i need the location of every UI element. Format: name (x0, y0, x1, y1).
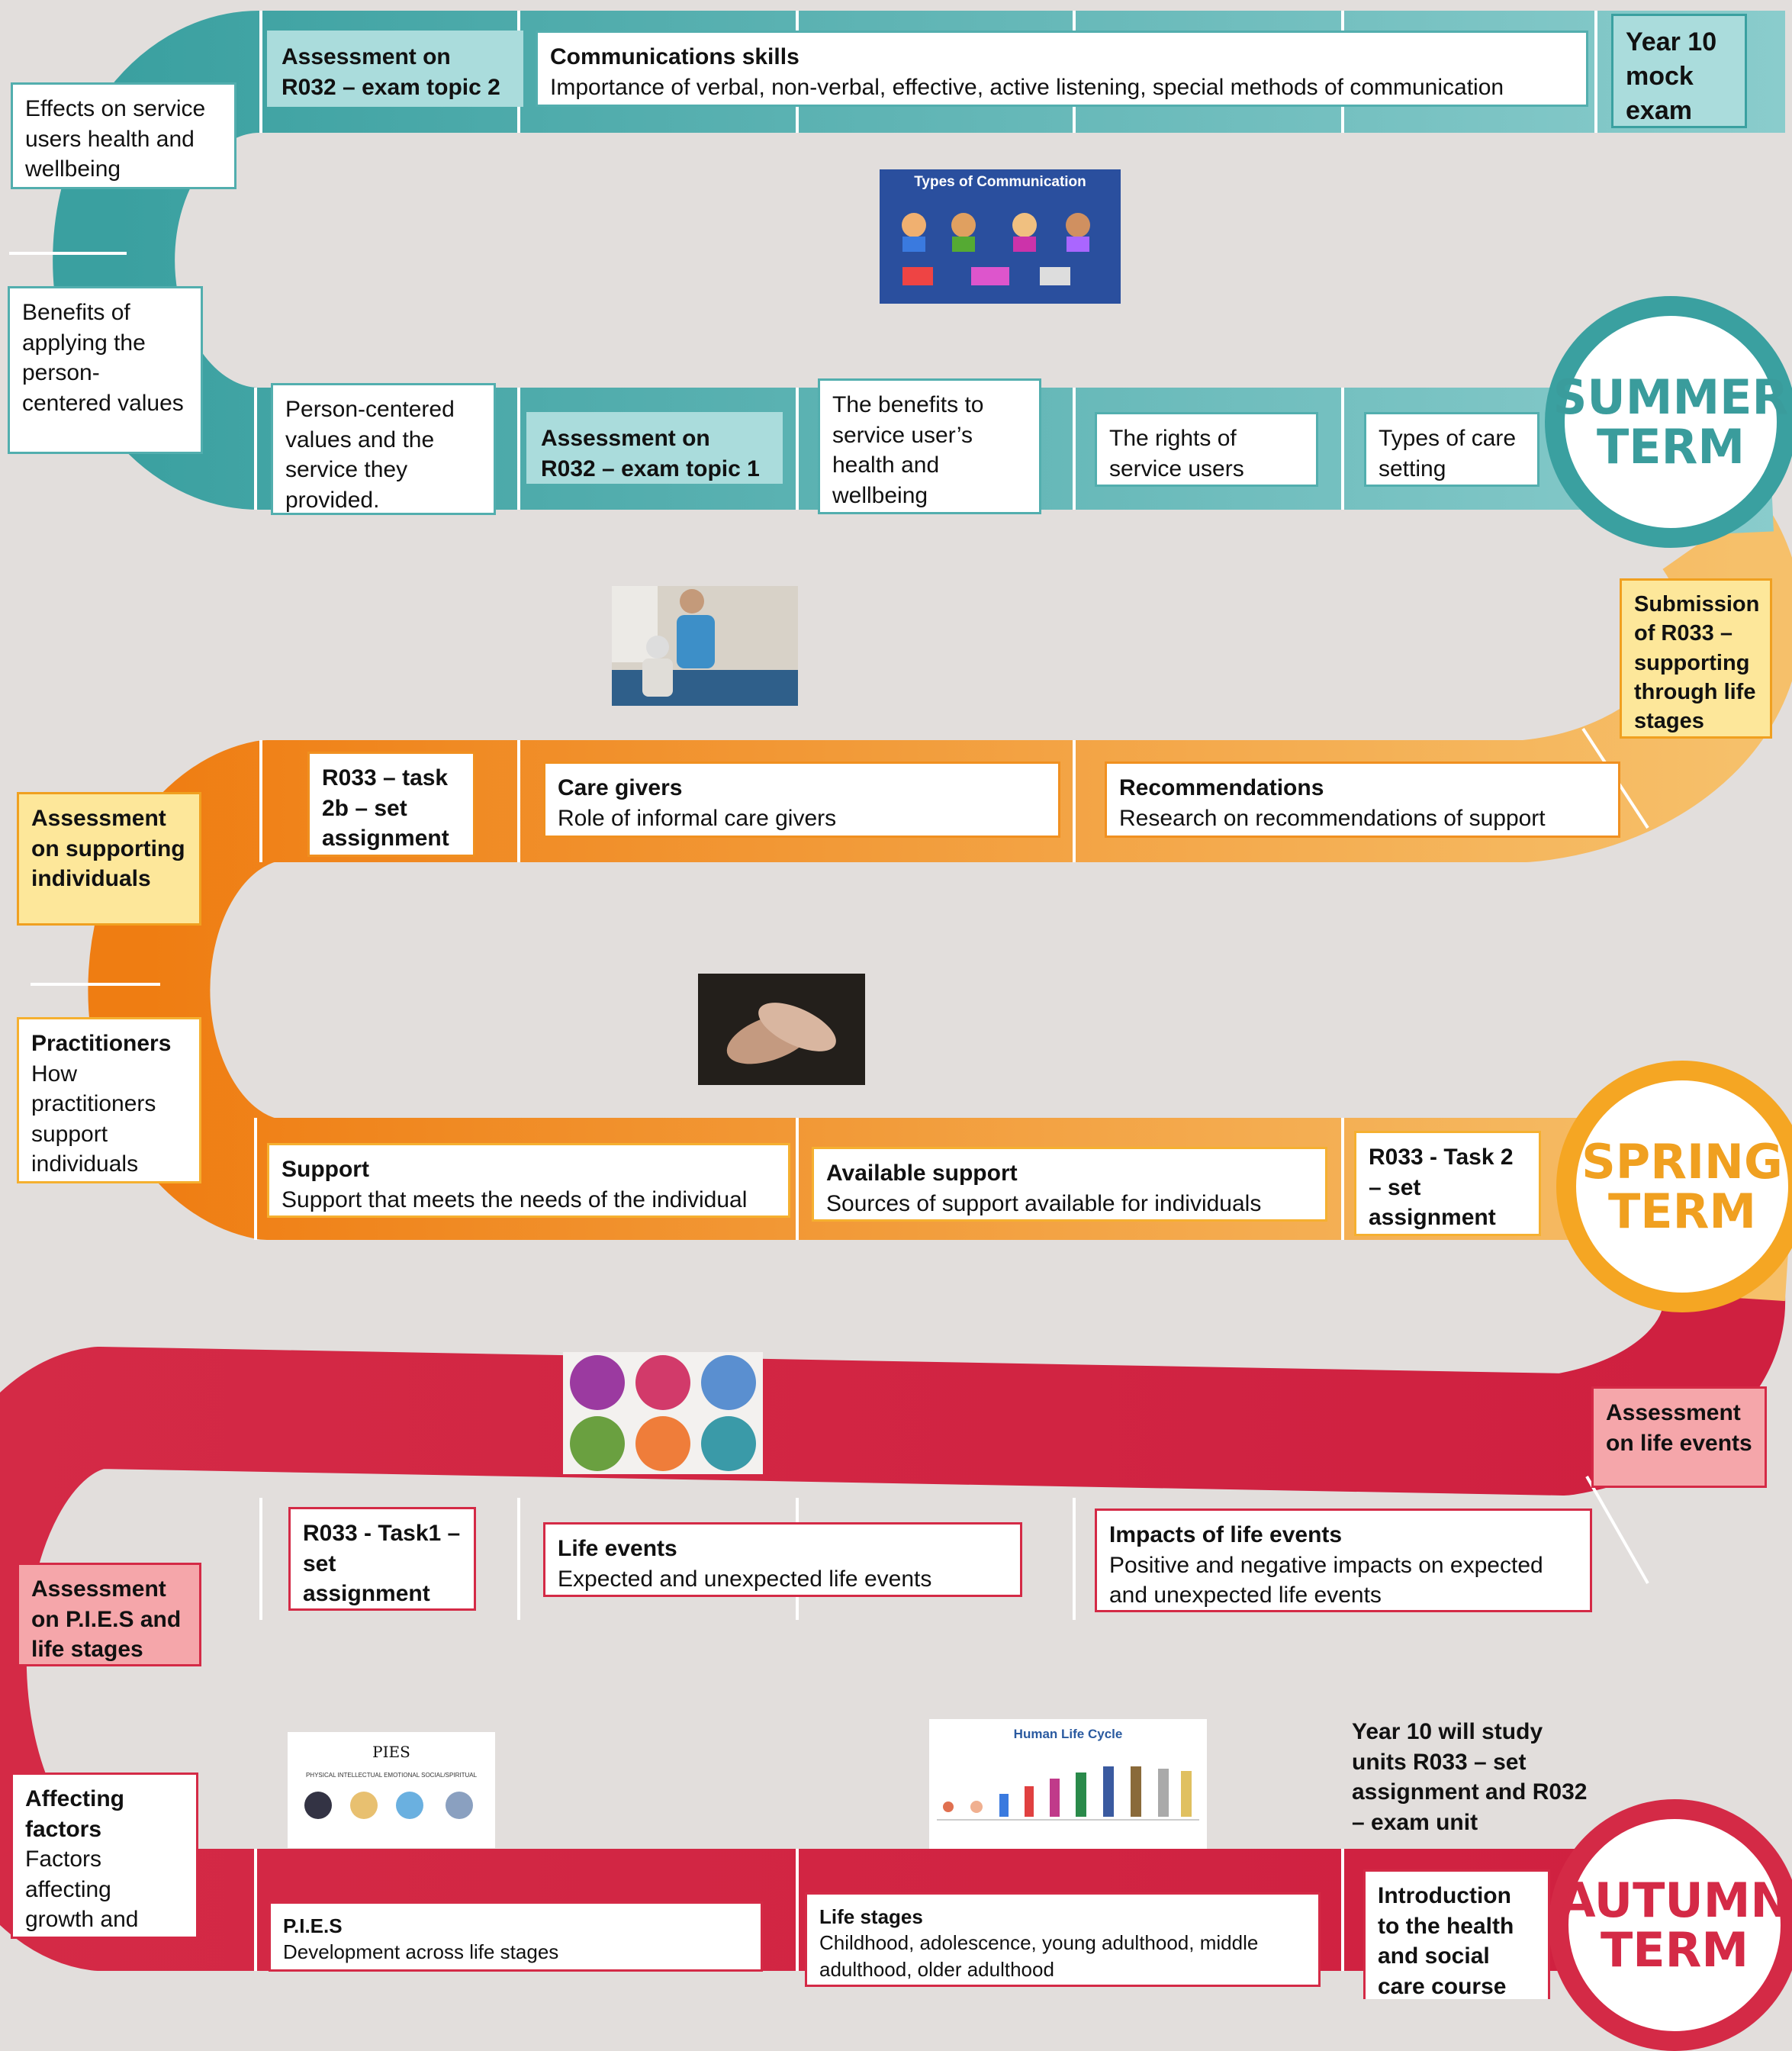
pies-image: PIES PHYSICAL INTELLECTUAL EMOTIONAL SOC… (288, 1732, 495, 1848)
submission-text: Submission of R033 – supporting through … (1634, 592, 1760, 734)
caregivers-body: Role of informal care givers (558, 805, 837, 831)
summer-term-line1: SUMMER (1552, 369, 1789, 425)
pies-box: P.I.E.S Development across life stages (269, 1901, 763, 1972)
life-stages-title: Life stages (819, 1905, 923, 1928)
life-stages-box: Life stages Childhood, adolescence, youn… (805, 1892, 1321, 1987)
assessment-pies-box: Assessment on P.I.E.S and life stages (17, 1563, 201, 1666)
assessment-supporting-text: Assessment on supporting individuals (31, 806, 185, 892)
caregivers-box: Care givers Role of informal care givers (543, 761, 1060, 838)
summer-term-line2: TERM (1596, 419, 1745, 475)
care-setting-text: Types of care setting (1379, 426, 1517, 481)
life-events-box: Life events Expected and unexpected life… (543, 1522, 1022, 1597)
pies-image-title: PIES (372, 1743, 410, 1761)
assessment-life-events-text: Assessment on life events (1606, 1400, 1752, 1456)
holding-hands-art (698, 974, 865, 1085)
types-of-communication-image: Types of Communication (880, 169, 1121, 304)
caregivers-title: Care givers (558, 775, 683, 800)
task2b-box: R033 – task 2b – set assignment (307, 752, 475, 857)
assessment-topic2-text: Assessment on R032 – exam topic 2 (282, 44, 500, 100)
rights-box: The rights of service users (1095, 412, 1318, 487)
submission-box: Submission of R033 – supporting through … (1620, 578, 1772, 739)
available-support-title: Available support (826, 1161, 1018, 1186)
spring-term-line2: TERM (1607, 1183, 1757, 1239)
practitioners-body: How practitioners support individuals (31, 1061, 156, 1177)
task1-text: R033 - Task1 – set assignment (303, 1521, 461, 1607)
recommendations-body: Research on recommendations of support (1119, 805, 1546, 831)
support-box: Support Support that meets the needs of … (267, 1143, 790, 1218)
support-title: Support (282, 1157, 369, 1182)
carer-photo-art (612, 586, 798, 706)
assessment-topic1-text: Assessment on R032 – exam topic 1 (541, 426, 760, 481)
year10-note: Year 10 will study units R033 – set assi… (1352, 1717, 1604, 1837)
communication-skills-title: Communications skills (550, 44, 799, 69)
assessment-life-events-box: Assessment on life events (1591, 1386, 1767, 1488)
pies-icons (304, 1792, 473, 1819)
pies-body: Development across life stages (283, 1940, 559, 1964)
carer-photo (612, 586, 798, 706)
human-life-cycle-title: Human Life Cycle (1013, 1727, 1123, 1741)
rights-text: The rights of service users (1109, 426, 1244, 481)
assessment-topic2-box: Assessment on R032 – exam topic 2 (267, 31, 523, 107)
spring-term-line1: SPRING (1581, 1133, 1783, 1190)
autumn-term-line2: TERM (1600, 1922, 1749, 1978)
pies-image-sub: PHYSICAL INTELLECTUAL EMOTIONAL SOCIAL/S… (305, 1772, 478, 1779)
autumn-term-line1: AUTUMN (1559, 1872, 1790, 1928)
life-events-title: Life events (558, 1536, 677, 1561)
support-body: Support that meets the needs of the indi… (282, 1186, 748, 1212)
year10-note-text: Year 10 will study units R033 – set assi… (1352, 1719, 1588, 1835)
available-support-body: Sources of support available for individ… (826, 1190, 1262, 1216)
practitioners-box: Practitioners How practitioners support … (17, 1017, 201, 1183)
summer-term-badge: SUMMER TERM (1545, 296, 1792, 548)
intro-course-text: Introduction to the health and social ca… (1378, 1883, 1514, 1999)
pies-title: P.I.E.S (283, 1914, 343, 1937)
task2-text: R033 - Task 2 – set assignment (1369, 1145, 1514, 1231)
life-events-body: Expected and unexpected life events (558, 1566, 932, 1592)
holding-hands-photo (698, 974, 865, 1085)
available-support-box: Available support Sources of support ava… (812, 1147, 1327, 1222)
communication-skills-box: Communications skills Importance of verb… (536, 31, 1588, 107)
life-events-icons-art (570, 1355, 756, 1471)
mock-exam-box: Year 10 mock exam (1611, 14, 1747, 128)
assessment-topic1-box: Assessment on R032 – exam topic 1 (526, 412, 783, 484)
life-events-icons-image (563, 1352, 763, 1474)
life-stages-body: Childhood, adolescence, young adulthood,… (819, 1931, 1259, 1981)
impacts-title: Impacts of life events (1109, 1522, 1343, 1547)
mock-exam-text: Year 10 mock exam (1626, 27, 1717, 125)
effects-wellbeing-text: Effects on service users health and well… (25, 96, 206, 182)
effects-wellbeing-box: Effects on service users health and well… (11, 82, 236, 189)
communication-skills-body: Importance of verbal, non-verbal, effect… (550, 74, 1504, 100)
recommendations-title: Recommendations (1119, 775, 1324, 800)
practitioners-title: Practitioners (31, 1031, 172, 1056)
affecting-factors-body: Factors affecting growth and development (25, 1847, 139, 1933)
benefits-values-box: Benefits of applying the person-centered… (8, 286, 203, 454)
care-setting-box: Types of care setting (1364, 412, 1539, 487)
person-centered-text: Person-centered values and the service t… (285, 397, 455, 513)
affecting-factors-box: Affecting factors Factors affecting grow… (11, 1772, 198, 1939)
benefits-service-box: The benefits to service user’s health an… (818, 378, 1041, 514)
task1-box: R033 - Task1 – set assignment (288, 1507, 476, 1611)
impacts-box: Impacts of life events Positive and nega… (1095, 1508, 1592, 1612)
communication-icons (902, 213, 1090, 285)
task2b-text: R033 – task 2b – set assignment (322, 765, 449, 852)
life-cycle-figures (937, 1766, 1199, 1821)
person-centered-box: Person-centered values and the service t… (271, 383, 496, 515)
assessment-pies-text: Assessment on P.I.E.S and life stages (31, 1576, 182, 1663)
human-life-cycle-image: Human Life Cycle (929, 1719, 1207, 1849)
types-of-communication-title: Types of Communication (914, 174, 1086, 190)
benefits-values-text: Benefits of applying the person-centered… (22, 300, 184, 416)
task2-box: R033 - Task 2 – set assignment (1354, 1131, 1541, 1236)
assessment-supporting-box: Assessment on supporting individuals (17, 792, 201, 926)
benefits-service-text: The benefits to service user’s health an… (832, 392, 984, 508)
intro-course-box: Introduction to the health and social ca… (1363, 1869, 1550, 1999)
affecting-factors-title: Affecting factors (25, 1786, 124, 1842)
recommendations-box: Recommendations Research on recommendati… (1105, 761, 1620, 838)
spring-term-badge: SPRING TERM (1556, 1061, 1792, 1312)
impacts-body: Positive and negative impacts on expecte… (1109, 1552, 1543, 1608)
